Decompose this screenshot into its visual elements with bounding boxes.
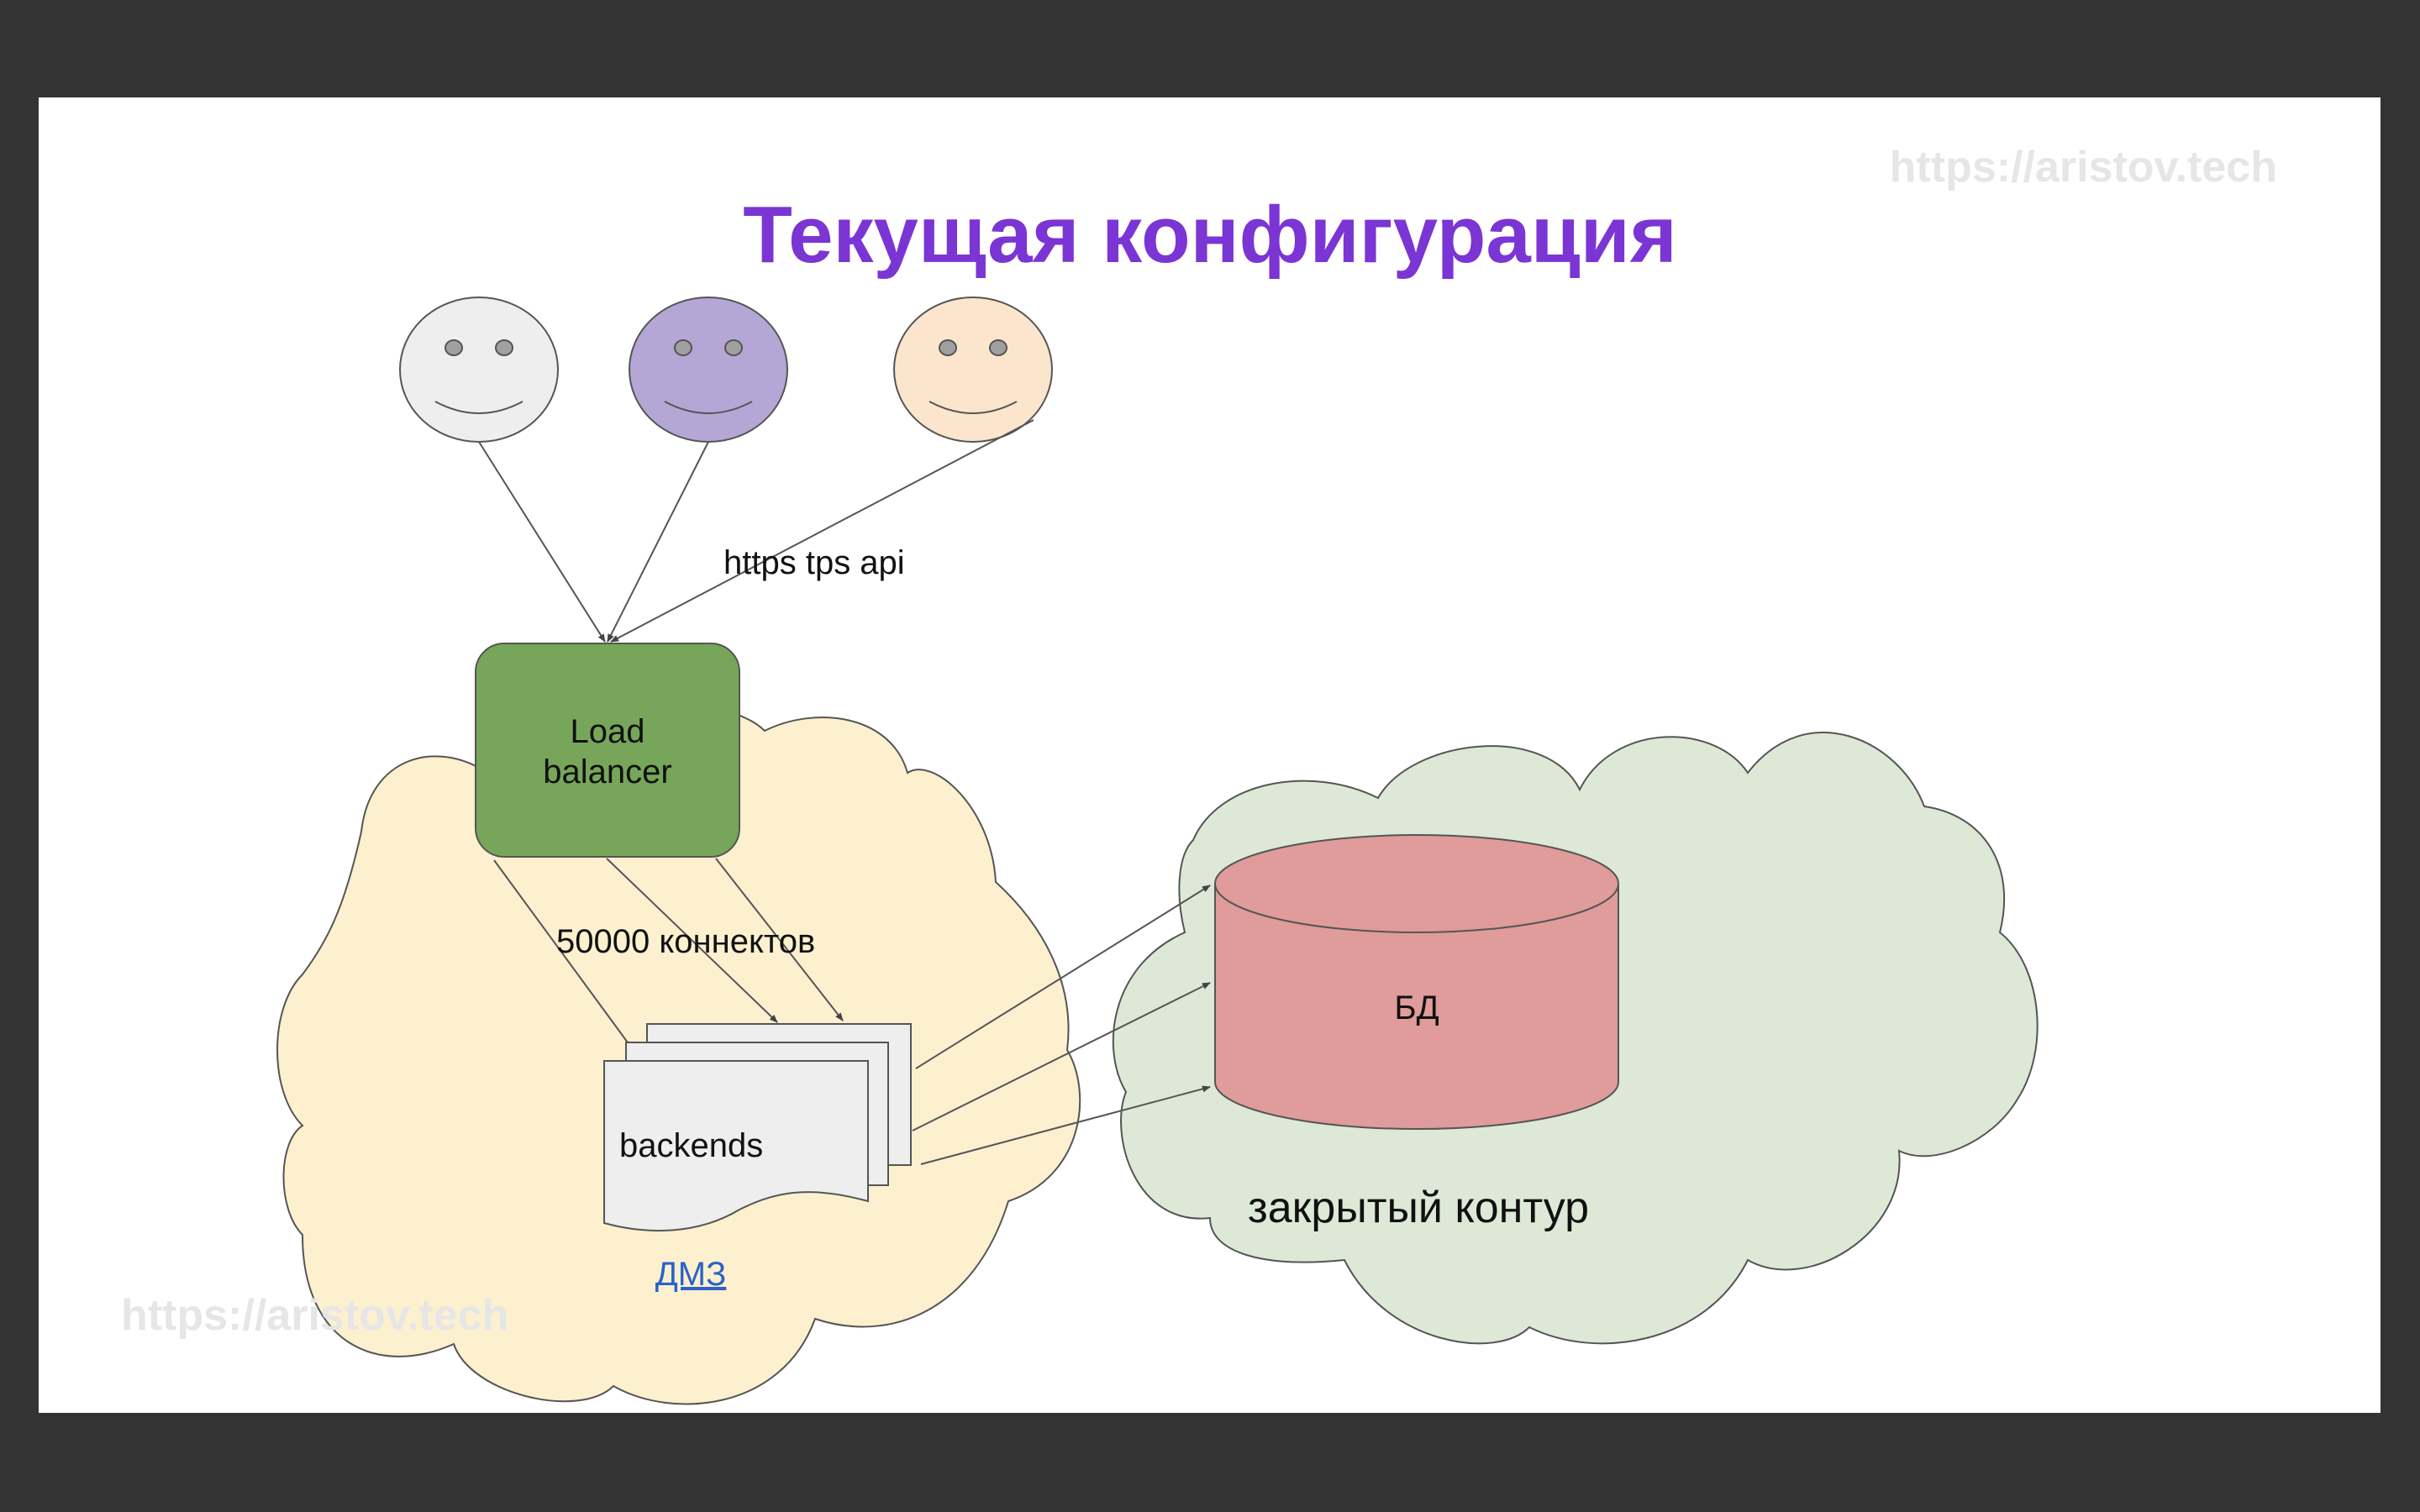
- user-purple-icon: [629, 297, 788, 443]
- load-balancer-label-line1: Load: [571, 713, 645, 750]
- dmz-link[interactable]: ДМЗ: [655, 1256, 727, 1293]
- backends-stack: backends: [603, 1023, 912, 1232]
- database-node: БД: [1214, 834, 1619, 1130]
- arrow-lb-to-backends-2: [606, 858, 778, 1023]
- database-top: [1214, 834, 1619, 933]
- arrow-user-purple-to-lb: [607, 441, 709, 643]
- slide-title: Текущая конфигурация: [743, 190, 1677, 280]
- arrow-user-gray-to-lb: [478, 441, 606, 643]
- database-label: БД: [1394, 990, 1439, 1026]
- load-balancer-label-line2: balancer: [543, 753, 671, 790]
- users-group: [399, 297, 1053, 443]
- arrow-lb-to-backends-3: [715, 858, 844, 1021]
- backend-sheet-front: [603, 1060, 869, 1232]
- connections-label: 50000 коннектов: [556, 923, 815, 960]
- user-gray-icon: [399, 297, 559, 443]
- watermark-top: https://aristov.tech: [1890, 143, 2277, 192]
- backends-label: backends: [619, 1127, 763, 1164]
- closed-zone-label: закрытый контур: [1248, 1184, 1589, 1232]
- load-balancer-box: [475, 643, 740, 858]
- lb-arrows: [493, 858, 844, 1053]
- arrow-lb-to-backends-1: [493, 859, 635, 1053]
- edge-label-api: https tps api: [723, 544, 905, 581]
- user-arrows: [478, 419, 1034, 643]
- load-balancer-node: Load balancer: [475, 643, 740, 858]
- arrow-backends-to-db-3: [920, 1085, 1211, 1165]
- watermark-bottom: https://aristov.tech: [121, 1291, 508, 1340]
- backend-db-arrows: [912, 885, 1211, 1165]
- arrow-backends-to-db-2: [912, 982, 1211, 1131]
- arrow-user-peach-to-lb: [610, 419, 1034, 643]
- user-peach-icon: [893, 297, 1053, 443]
- database-body: [1214, 884, 1619, 1130]
- arrow-backends-to-db-1: [915, 885, 1211, 1069]
